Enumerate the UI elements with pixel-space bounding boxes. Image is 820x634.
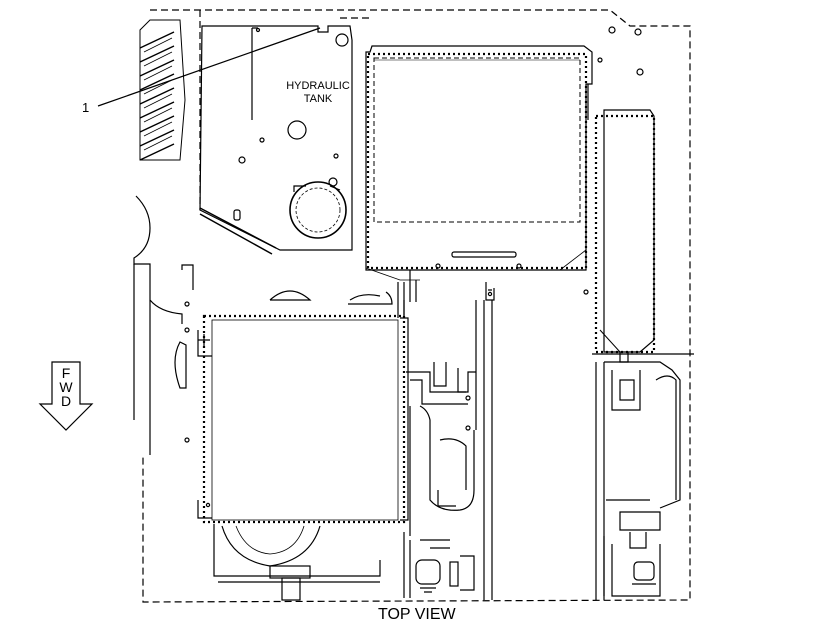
view-title: TOP VIEW — [378, 606, 456, 623]
louver-grille — [139, 19, 186, 161]
fwd-arrow — [38, 361, 94, 431]
tank-label-line2: TANK — [303, 93, 333, 105]
fwd-letter-f: F — [61, 365, 71, 381]
tank-label-line1: HYDRAULIC — [286, 80, 350, 92]
bottom-assembly — [213, 524, 475, 601]
upper-enclosure — [365, 45, 593, 281]
right-hardware — [583, 26, 681, 600]
outer-frame — [142, 9, 691, 603]
left-frame-edge — [133, 195, 194, 455]
center-pipework — [269, 270, 495, 600]
callout-leader — [97, 27, 321, 107]
fwd-letter-w: W — [59, 379, 73, 395]
callout-number: 1 — [82, 100, 90, 115]
lower-enclosure — [197, 300, 409, 524]
hydraulic-tank — [199, 25, 353, 255]
hydraulic-tank-label: HYDRAULIC TANK — [270, 80, 366, 106]
fwd-letter-d: D — [60, 393, 72, 409]
fwd-indicator: F W D — [52, 366, 80, 408]
right-panel — [592, 109, 694, 363]
